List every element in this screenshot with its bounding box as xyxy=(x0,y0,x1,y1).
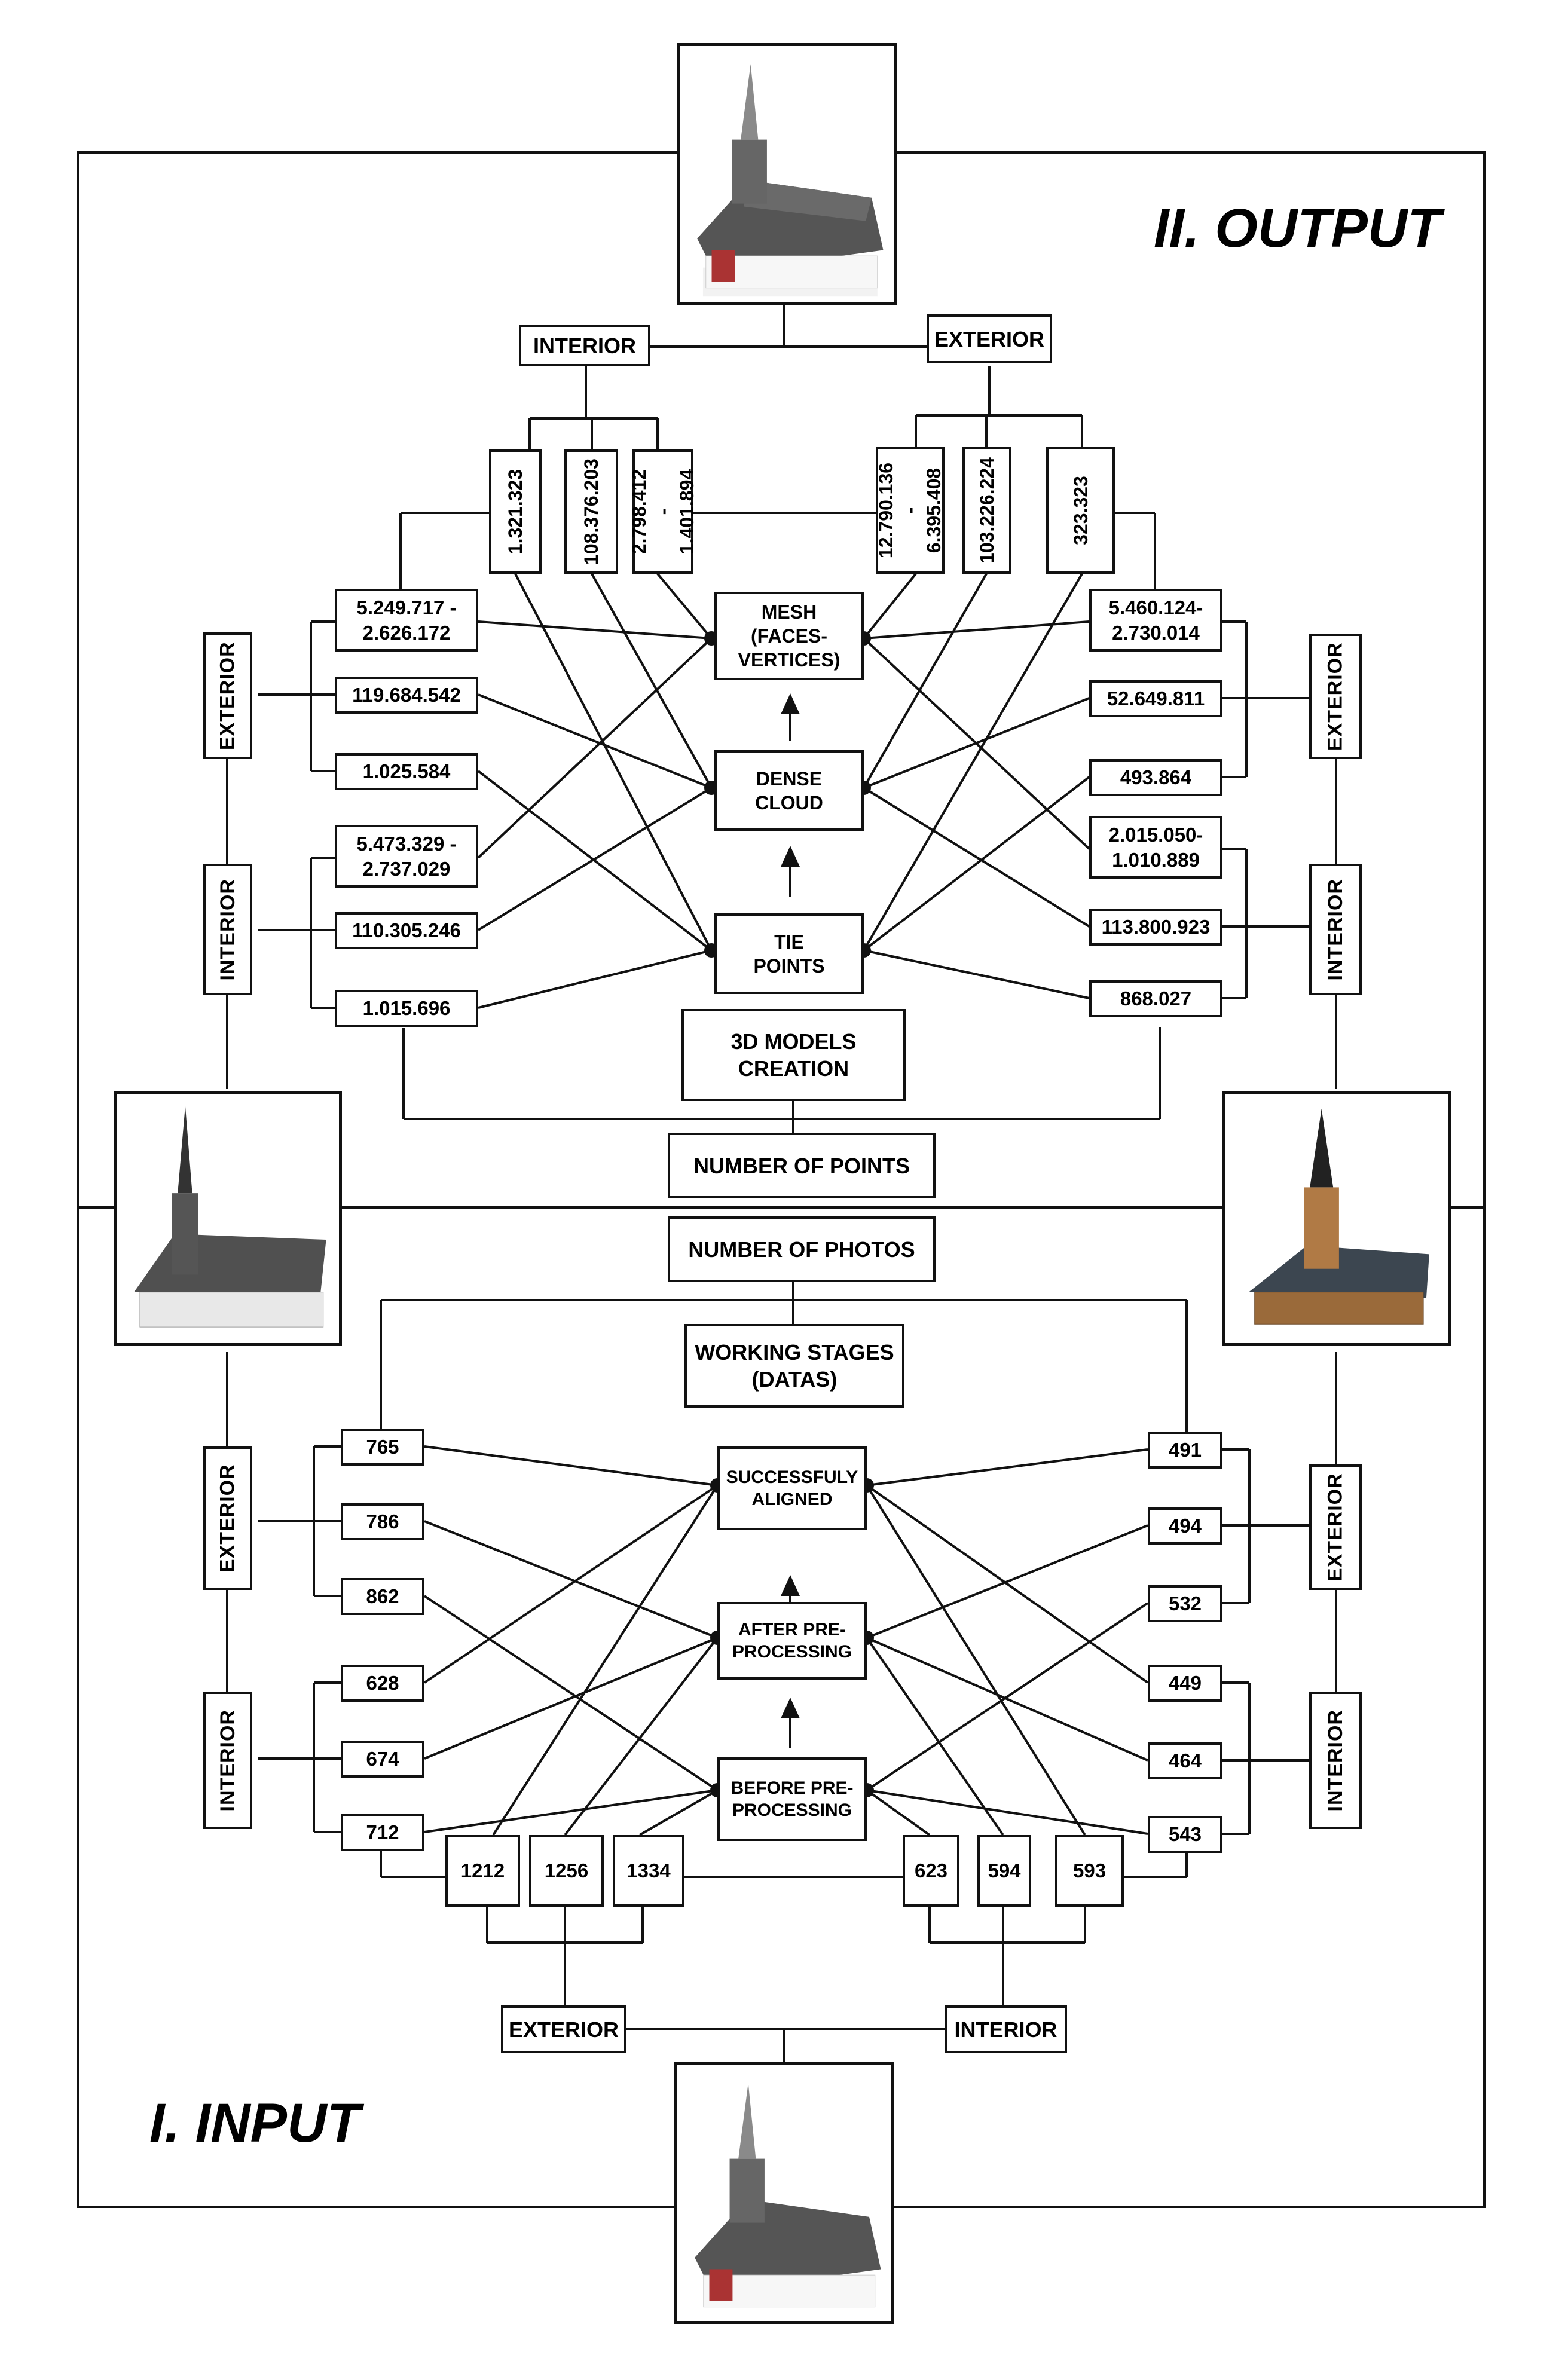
3d-models-creation: 3D MODELS CREATION xyxy=(681,1009,906,1101)
stage-mesh: MESH (FACES- VERTICES) xyxy=(714,592,864,680)
church-image-right xyxy=(1222,1091,1451,1346)
input-left-value: 862 xyxy=(341,1578,424,1615)
output-section-title: II. OUTPUT xyxy=(1154,198,1441,259)
output-right-interior-label: INTERIOR xyxy=(1309,864,1362,995)
church-illustration xyxy=(697,64,884,297)
stage-dense-cloud: DENSE CLOUD xyxy=(714,750,864,831)
input-left-value: 786 xyxy=(341,1503,424,1540)
input-interior-photo-count: 594 xyxy=(977,1835,1031,1907)
output-left-exterior-label: EXTERIOR xyxy=(203,632,252,759)
input-right-value: 494 xyxy=(1148,1507,1222,1545)
output-top-exterior-value: 323.323 xyxy=(1046,447,1115,574)
stage-tie-points: TIE POINTS xyxy=(714,913,864,994)
output-right-value: 113.800.923 xyxy=(1089,909,1222,946)
input-left-value: 712 xyxy=(341,1814,424,1851)
output-left-value: 110.305.246 xyxy=(335,912,478,949)
number-of-photos: NUMBER OF PHOTOS xyxy=(668,1216,936,1282)
output-right-value: 493.864 xyxy=(1089,759,1222,796)
church-illustration xyxy=(695,2083,881,2308)
input-right-exterior-label: EXTERIOR xyxy=(1309,1464,1362,1590)
input-interior-photo-count: 623 xyxy=(903,1835,959,1907)
church-image-top xyxy=(677,43,897,305)
stage-before-preprocessing: BEFORE PRE- PROCESSING xyxy=(717,1757,867,1841)
church-illustration xyxy=(1248,1108,1429,1325)
input-left-interior-label: INTERIOR xyxy=(203,1692,252,1829)
input-right-value: 449 xyxy=(1148,1665,1222,1702)
output-top-exterior-value: 12.790.136 - 6.395.408 xyxy=(876,447,945,574)
church-image-left xyxy=(114,1091,342,1346)
input-section-title: I. INPUT xyxy=(149,2093,360,2154)
input-right-value: 491 xyxy=(1148,1432,1222,1469)
input-right-value: 532 xyxy=(1148,1585,1222,1622)
church-image-bottom xyxy=(674,2062,894,2324)
input-left-value: 674 xyxy=(341,1741,424,1778)
input-right-value: 464 xyxy=(1148,1742,1222,1779)
input-exterior-photo-count: 1212 xyxy=(445,1835,520,1907)
output-left-value: 1.015.696 xyxy=(335,990,478,1027)
input-exterior-label: EXTERIOR xyxy=(501,2005,626,2053)
output-exterior-label: EXTERIOR xyxy=(927,314,1052,363)
output-interior-label: INTERIOR xyxy=(519,325,650,366)
output-right-value: 2.015.050- 1.010.889 xyxy=(1089,816,1222,879)
output-left-interior-label: INTERIOR xyxy=(203,864,252,995)
input-right-interior-label: INTERIOR xyxy=(1309,1692,1362,1829)
input-exterior-photo-count: 1256 xyxy=(529,1835,604,1907)
output-left-value: 5.249.717 - 2.626.172 xyxy=(335,589,478,652)
input-interior-label: INTERIOR xyxy=(945,2005,1067,2053)
output-right-exterior-label: EXTERIOR xyxy=(1309,634,1362,759)
input-interior-photo-count: 593 xyxy=(1055,1835,1124,1907)
output-right-value: 52.649.811 xyxy=(1089,680,1222,717)
output-top-interior-value: 1.321.323 xyxy=(489,449,542,574)
working-stages: WORKING STAGES (DATAS) xyxy=(684,1324,904,1408)
input-exterior-photo-count: 1334 xyxy=(613,1835,684,1907)
output-left-value: 1.025.584 xyxy=(335,753,478,790)
output-right-value: 5.460.124- 2.730.014 xyxy=(1089,589,1222,652)
output-top-interior-value: 108.376.203 xyxy=(564,449,618,574)
input-left-value: 628 xyxy=(341,1665,424,1702)
input-right-value: 543 xyxy=(1148,1816,1222,1853)
church-illustration xyxy=(134,1106,326,1328)
stage-after-preprocessing: AFTER PRE- PROCESSING xyxy=(717,1602,867,1680)
output-left-value: 5.473.329 - 2.737.029 xyxy=(335,825,478,888)
number-of-points: NUMBER OF POINTS xyxy=(668,1133,936,1198)
stage-successfully-aligned: SUCCESSFULY ALIGNED xyxy=(717,1446,867,1530)
output-right-value: 868.027 xyxy=(1089,980,1222,1017)
output-top-exterior-value: 103.226.224 xyxy=(962,447,1011,574)
input-left-exterior-label: EXTERIOR xyxy=(203,1446,252,1590)
output-top-interior-value: 2.798.412 - 1.401.894 xyxy=(628,449,698,574)
output-left-value: 119.684.542 xyxy=(335,677,478,714)
input-left-value: 765 xyxy=(341,1429,424,1466)
